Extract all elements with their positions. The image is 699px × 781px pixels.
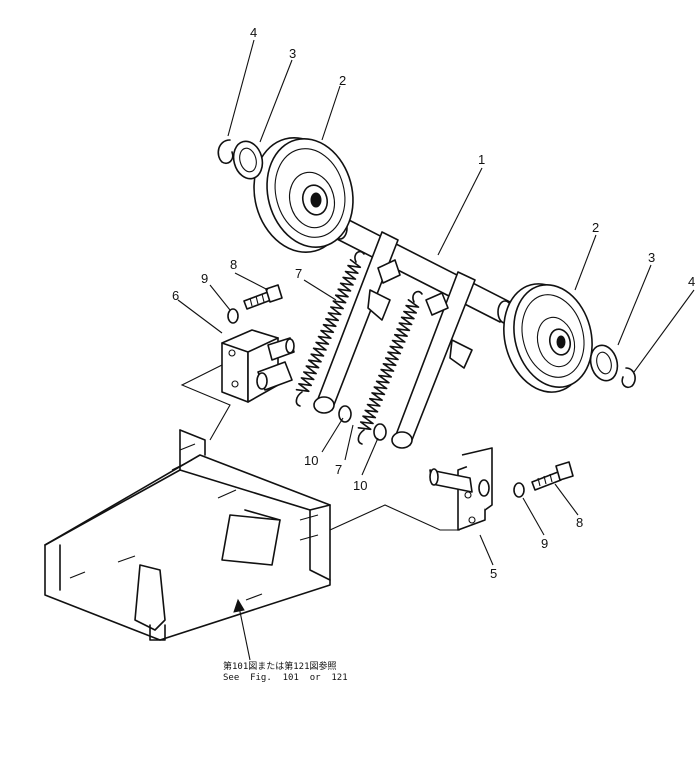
callout-3-right: 3 — [648, 250, 655, 265]
callout-6: 6 — [172, 288, 179, 303]
reference-note-japanese: 第101図または第121図参照 — [223, 660, 337, 672]
callout-labels: 1 2 2 3 3 4 4 5 6 7 7 8 8 9 9 10 10 — [172, 25, 695, 581]
bracket-5 — [429, 447, 493, 531]
callout-leaders — [177, 39, 695, 661]
callout-1: 1 — [478, 152, 485, 167]
leader-line — [329, 504, 460, 531]
reference-note: 第101図または第121図参照 See Fig. 101 or 121 — [223, 660, 348, 683]
callout-9-right: 9 — [541, 536, 548, 551]
callout-2-right: 2 — [592, 220, 599, 235]
snap-ring-4-left — [217, 139, 234, 165]
callout-3-left: 3 — [289, 46, 296, 61]
spring-left — [295, 250, 365, 407]
washer-3-right — [589, 344, 619, 382]
washer-3-left — [232, 140, 264, 180]
bolt-8-left — [243, 284, 283, 310]
callout-8-left: 8 — [230, 257, 237, 272]
ring-10-right — [373, 423, 387, 441]
leader-line — [180, 364, 231, 441]
callout-4-left: 4 — [250, 25, 257, 40]
callout-9-left: 9 — [201, 271, 208, 286]
wheel-left — [253, 136, 354, 254]
callout-2-left: 2 — [339, 73, 346, 88]
bracket-6 — [221, 329, 295, 403]
ring-10-left — [338, 405, 352, 423]
callout-7-lower: 7 — [335, 462, 342, 477]
washer-9-right — [513, 482, 525, 498]
snap-ring-4-right — [621, 367, 636, 389]
wheel-right — [503, 283, 593, 393]
callout-8-right: 8 — [576, 515, 583, 530]
callout-4-right: 4 — [688, 274, 695, 289]
reference-note-english: See Fig. 101 or 121 — [223, 673, 348, 683]
bolt-8-right — [531, 461, 574, 491]
callout-10-left: 10 — [304, 453, 318, 468]
base-frame — [44, 429, 331, 641]
callout-7-upper: 7 — [295, 266, 302, 281]
callout-5: 5 — [490, 566, 497, 581]
callout-10-right: 10 — [353, 478, 367, 493]
washer-9-left — [227, 308, 239, 324]
lever-arms — [313, 231, 476, 449]
spring-right — [357, 290, 423, 445]
